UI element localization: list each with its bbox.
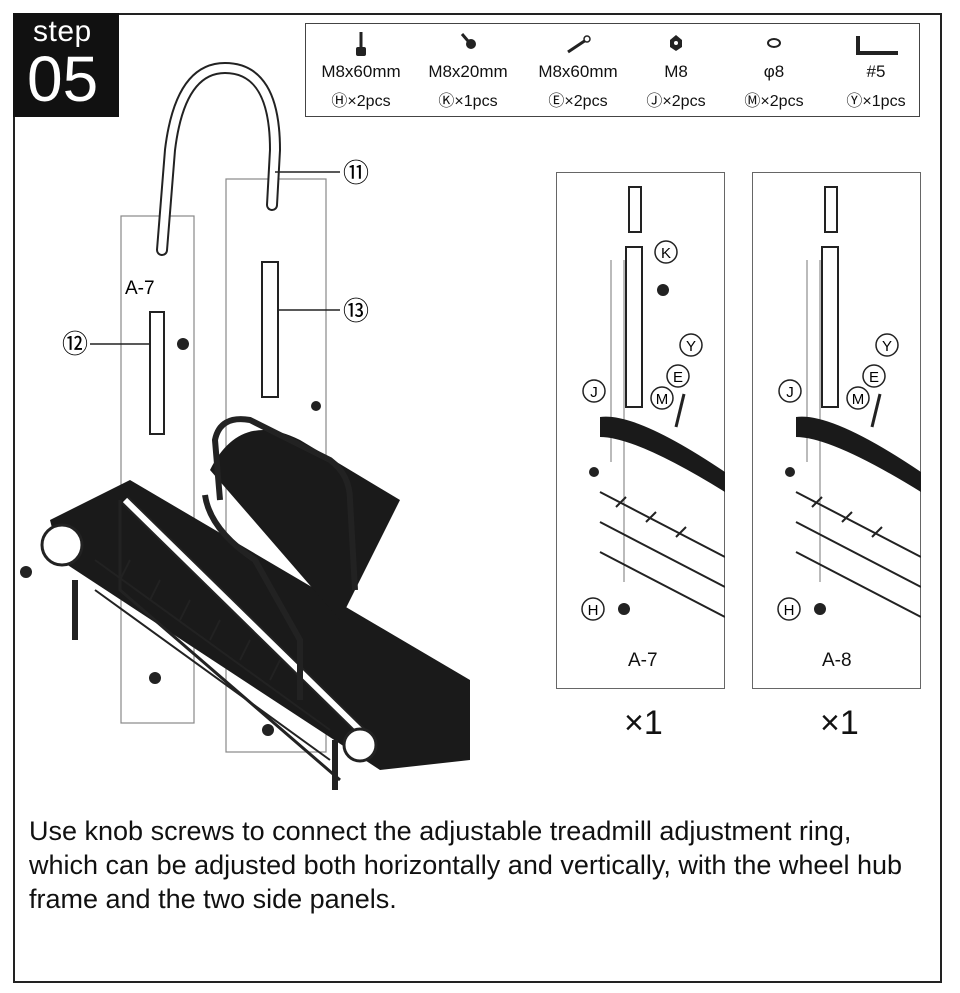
part-spec: M8x60mm	[321, 62, 401, 81]
detail-a7-multiplier: ×1	[624, 704, 663, 742]
part-qty: Ⓚ×1pcs	[438, 93, 498, 110]
step-word: step	[33, 15, 92, 48]
callout-j: J	[590, 384, 598, 401]
detail-a8-box	[752, 172, 921, 689]
callout-11: ⑪	[343, 158, 369, 188]
part-spec: φ8	[763, 62, 785, 81]
callout-h: H	[784, 602, 795, 619]
detail-a8-multiplier: ×1	[820, 704, 859, 742]
nut-icon	[670, 35, 682, 51]
detail-a8-label: A-8	[822, 650, 852, 671]
part-washer: φ8 Ⓜ×2pcs	[724, 24, 824, 118]
knob-bolt	[20, 566, 32, 578]
upright	[821, 246, 839, 408]
part-qty: Ⓙ×2pcs	[646, 93, 706, 110]
callout-e: E	[869, 369, 879, 386]
step-badge: step 05	[13, 13, 119, 117]
callout-m: M	[656, 391, 669, 408]
callout-y: Y	[882, 338, 892, 355]
part-qty: Ⓜ×2pcs	[744, 93, 804, 110]
step-number: 05	[27, 43, 99, 115]
front-wheel-hub	[40, 523, 84, 567]
upright	[625, 246, 643, 408]
callout-y: Y	[686, 338, 696, 355]
parts-list: M8x60mm Ⓗ×2pcs M8x20mm Ⓚ×1pcs M8x60mm Ⓔ×…	[305, 23, 920, 117]
washer-icon	[767, 38, 781, 48]
part-spec: M8x60mm	[538, 62, 618, 81]
a7-guide-box	[120, 215, 195, 724]
running-belt	[50, 480, 470, 770]
callout-13: ⑬	[343, 296, 369, 326]
knob-screw-icon	[460, 33, 476, 49]
part-qty: Ⓨ×1pcs	[846, 93, 906, 110]
bolt-icon	[567, 35, 591, 54]
part-spec: M8	[664, 62, 688, 81]
side-handrail	[211, 416, 358, 591]
callout-j: J	[786, 384, 794, 401]
upright-part-13	[261, 261, 279, 398]
part-knob-screw: M8x20mm Ⓚ×1pcs	[418, 24, 518, 118]
part-spec: M8x20mm	[428, 62, 508, 81]
allen-key-icon	[856, 36, 898, 55]
upright-part-12	[149, 311, 165, 435]
detail-a7-label: A-7	[628, 650, 658, 671]
callout-m: M	[852, 391, 865, 408]
part-qty: Ⓔ×2pcs	[548, 93, 608, 110]
detail-a7-diagram: K J Y E M H	[581, 186, 725, 621]
detail-a7-box	[556, 172, 725, 689]
callout-h: H	[588, 602, 599, 619]
knob-bolt-icon	[356, 32, 366, 56]
page-frame	[13, 13, 942, 983]
part-spec: #5	[866, 62, 886, 81]
part-qty: Ⓗ×2pcs	[331, 93, 391, 110]
rear-wheel-hub	[342, 727, 378, 763]
knob-screw	[177, 338, 189, 350]
callout-e: E	[673, 369, 683, 386]
callout-12: ⑫	[62, 329, 88, 359]
detail-a8-diagram: J Y E M H	[777, 186, 921, 621]
instruction-text: Use knob screws to connect the adjustabl…	[29, 816, 903, 914]
part-allen-key: #5 Ⓨ×1pcs	[826, 24, 926, 118]
part-bolt: M8x60mm Ⓔ×2pcs	[528, 24, 628, 118]
lower-frame	[118, 500, 341, 782]
callout-k: K	[661, 245, 671, 262]
handlebar-part-11	[156, 61, 282, 256]
nut	[311, 401, 321, 411]
label-a7: A-7	[125, 278, 155, 299]
part-knob-bolt: M8x60mm Ⓗ×2pcs	[311, 24, 411, 118]
knob-bolt	[149, 672, 161, 684]
knob-bolt	[262, 724, 274, 736]
part-nut: M8 Ⓙ×2pcs	[626, 24, 726, 118]
